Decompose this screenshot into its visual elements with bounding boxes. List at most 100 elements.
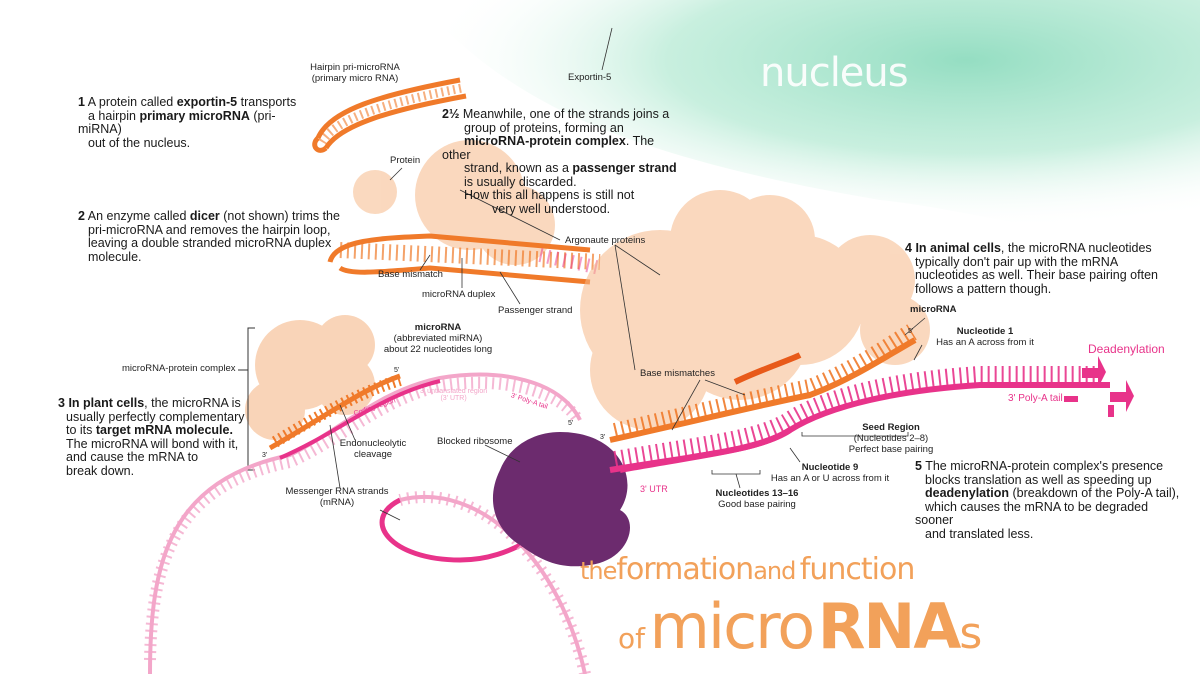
protein-blobs-top [353,140,555,265]
step-3-t1: , the microRNA is [144,396,241,410]
step-2-t1: An enzyme called [87,209,190,223]
messenger-label: Messenger RNA strands (mRNA) [282,486,392,508]
hairpin-pri-microrna [312,77,467,153]
exportin-pointer-line [601,27,613,71]
nuc9-sub: Has an A or U across from it [770,473,890,484]
step-1-t2: transports [237,95,297,109]
messenger-label-2: (mRNA) [319,497,355,508]
nuc1-label: Nucleotide 1 Has an A across from it [930,326,1040,348]
step-2b-t6: How this all happens is still not [464,188,635,202]
step-3-t2: usually perfectly complementary [66,409,245,424]
nuc1-sub: Has an A across from it [936,337,1034,348]
step-4-t3: nucleotides as well. Their base pairing … [915,268,1158,282]
title-rna: RNA [817,590,962,663]
step-5-t2: blocks translation as well as speeding u… [925,472,1152,487]
end-3-right: 3' [600,434,606,441]
title-function: function [799,552,916,587]
step-4-animal: In animal cells [915,241,1001,255]
step-5-t1: The microRNA-protein complex's presence [925,459,1164,473]
step-4-t1: , the microRNA nucleotides [1000,241,1152,255]
step-1-t4: (pri-miRNA) [78,108,276,136]
step-4-text: 4 In animal cells, the microRNA nucleoti… [905,241,1165,296]
endo-label-2: cleavage [353,449,393,460]
messenger-pointer-2 [379,509,401,521]
base-mismatch-pointers-right [671,379,746,431]
protein-complex-left [245,315,375,440]
polya-right-label: 3' Poly-A tail [1008,393,1063,404]
title-and: and [753,557,796,585]
messenger-label-1: Messenger RNA strands [285,486,389,497]
step-2-text: 2 An enzyme called dicer (not shown) tri… [78,209,348,264]
step-2-t3: pri-microRNA and removes the hairpin loo… [88,222,331,237]
base-mismatch-label: Base mismatch [378,269,443,280]
mrna-right-strand [609,366,1110,473]
step-2-dicer: dicer [189,209,220,223]
step-3-plant: In plant cells [68,396,145,410]
mirna-left-label: microRNA (abbreviated miRNA) about 22 nu… [378,322,498,355]
step-5-t5: and translated less. [925,526,1034,541]
step-2b-t7: very well understood. [492,201,611,216]
step-2-t4: leaving a double stranded microRNA duple… [88,236,332,250]
argonaute-complex [580,190,930,430]
step-3-t5: and cause the mRNA to [66,450,199,464]
complex-label: microRNA-protein complex [122,363,236,374]
seed-label: Seed Region (Nucleotides 2–8) Perfect ba… [836,422,946,455]
mirna-right-pointer [904,317,926,336]
step-3-text: 3 In plant cells, the microRNA is usuall… [58,396,248,478]
seed-title: Seed Region (Nucleotides 2–8) [836,422,946,444]
base-mismatch-pointer [419,254,431,271]
endo-label: Endonucleolytic cleavage [338,438,408,460]
step-2b-t1: Meanwhile, one of the strands joins a [462,107,670,121]
microrna-duplex-label: microRNA duplex [422,289,496,300]
step-5-text: 5 The microRNA-protein complex's presenc… [915,459,1185,541]
step-1-t1: A protein called [87,95,177,109]
step-1-text: 1 A protein called exportin-5 transports… [78,95,318,150]
step-3-t6: break down. [66,463,135,478]
title-bottom-line: of micro RNAs [618,590,982,663]
step-5-number: 5 [915,459,922,473]
end-5-right: 5' [908,328,914,335]
messenger-pointer [329,424,341,489]
step-2b-t4: strand, known as a [464,161,573,175]
end-5-left: 5' [394,367,400,374]
utr-left-label-1: 3' untranslated region [420,388,488,395]
step-5-t3: (breakdown of the Poly-A tail), [1009,486,1180,500]
exportin-label: Exportin-5 [568,72,612,83]
utr-right-label: 3' UTR [640,484,668,494]
endo-label-1: Endonucleolytic [339,438,407,449]
step-2-t2: (not shown) trims the [219,209,340,223]
step-3-number: 3 [58,396,65,410]
step-3-t4: The microRNA will bond with it, [66,436,239,451]
step-2b-complex: microRNA-protein complex [464,134,626,148]
step-2b-number: 2½ [442,107,460,121]
step-2-number: 2 [78,209,85,223]
hairpin-label-line2: (primary micro RNA) [311,73,399,84]
nuc1316-title: Nucleotides 13–16 [715,488,799,499]
utr-left-label: 3' untranslated region (3' UTR) [420,388,487,402]
step-1-t3: a hairpin [88,108,140,123]
nuc1316-sub: Good base pairing [718,499,796,510]
step-1-primary: primary microRNA [139,108,250,123]
hairpin-label-line1: Hairpin pri-microRNA [310,62,400,73]
title-formation: formation [616,552,754,587]
step-1-number: 1 [78,95,85,109]
mirna-left-label-2: (abbreviated miRNA) [393,333,483,344]
nucleus-region [420,0,1200,242]
protein-label: Protein [390,155,421,166]
step-2b-text: 2½ Meanwhile, one of the strands joins a… [442,107,682,216]
seed-bold: Seed Region [862,422,920,433]
ribosome-pointer [484,444,521,463]
deadenylation-arrows [1064,356,1134,417]
step-1-exportin: exportin-5 [176,95,238,109]
nuc9-label: Nucleotide 9 Has an A or U across from i… [770,462,890,484]
endo-pointer [339,404,356,441]
seed-rest: (Nucleotides 2–8) [853,433,929,444]
blocked-ribosome [492,432,630,567]
mirna-right-strand [609,324,917,443]
hairpin-label: Hairpin pri-microRNA (primary micro RNA) [300,62,410,84]
step-5-t4: which causes the mRNA to be degraded soo… [915,499,1149,527]
mrna-left-strand [144,372,584,674]
step-2b-t5: is usually discarded. [464,174,577,189]
argonaute-label: Argonaute proteins [565,235,646,246]
